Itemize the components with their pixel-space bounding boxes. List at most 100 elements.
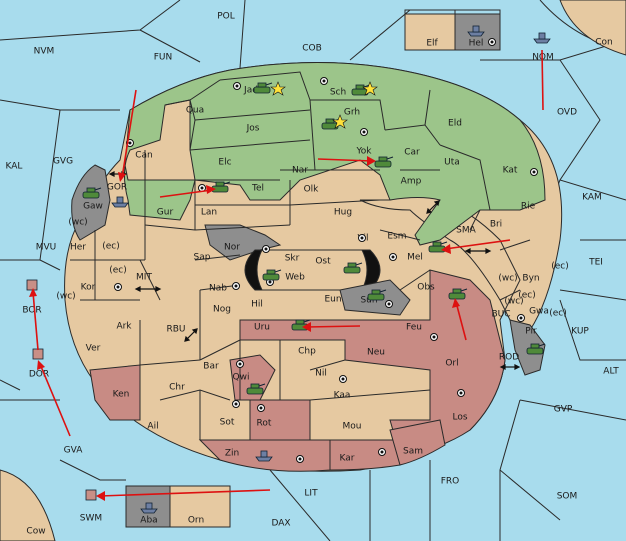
label-Obs: Obs: [417, 283, 435, 293]
army-unit-icon[interactable]: [526, 343, 546, 355]
fleet-unit-icon[interactable]: [140, 502, 158, 514]
order-arrows: [29, 49, 544, 501]
label-Pir: Pir: [525, 327, 537, 337]
label-Jad: Jad: [243, 86, 258, 96]
coast-tags: (wc) (ec) (ec) (wc) (ec) (wc) (ec) (wc) …: [56, 218, 568, 319]
coast-tag: (ec): [102, 242, 120, 252]
label-Cow: Cow: [26, 527, 45, 537]
label-Eun: Eun: [324, 295, 341, 305]
label-Sap: Sap: [194, 253, 211, 263]
label-TEI: TEI: [588, 258, 603, 268]
label-Hil: Hil: [251, 300, 263, 310]
label-FUN: FUN: [154, 53, 173, 63]
supply-center-icon: [488, 38, 496, 46]
label-Nab: Nab: [209, 284, 227, 294]
fleet-unit-icon[interactable]: [85, 489, 97, 501]
army-unit-icon[interactable]: [246, 383, 266, 395]
supply-center-icon: [232, 282, 240, 290]
label-Feu: Feu: [406, 323, 422, 333]
army-unit-icon[interactable]: [428, 241, 448, 253]
label-Mou: Mou: [343, 422, 362, 432]
label-ROD: ROD: [499, 353, 519, 363]
move-arrow: [118, 89, 137, 182]
label-Hel: Hel: [469, 39, 484, 49]
label-BOR: BOR: [22, 306, 41, 316]
coast-tag: (wc): [504, 297, 523, 307]
army-unit-icon[interactable]: [374, 156, 394, 168]
fleet-unit-icon[interactable]: [467, 25, 485, 37]
label-Olk: Olk: [304, 185, 320, 195]
coast-tag: (wc): [56, 292, 75, 302]
move-arrow: [96, 489, 271, 501]
fleet-unit-icon[interactable]: [32, 348, 44, 360]
label-Jos: Jos: [246, 124, 260, 134]
land-labels: Elf Hel Jad Sch Qua Jos Grh Eld Can Elc …: [70, 39, 549, 526]
supply-center-icon: [296, 455, 304, 463]
label-Rot: Rot: [257, 419, 272, 429]
army-unit-icon[interactable]: [343, 262, 363, 274]
army-unit-icon[interactable]: [262, 269, 282, 281]
army-unit-icon[interactable]: [82, 187, 102, 199]
label-Bri: Bri: [490, 220, 502, 230]
fleet-unit-icon[interactable]: [533, 32, 551, 44]
label-DOR: DOR: [29, 370, 49, 380]
label-GVP: GVP: [554, 405, 573, 415]
label-Can: Can: [135, 151, 153, 161]
region-Nor: [204, 224, 282, 261]
label-SOM: SOM: [557, 492, 578, 502]
label-MVU: MVU: [36, 243, 57, 253]
label-Nar: Nar: [292, 166, 308, 176]
label-KAL: KAL: [6, 162, 23, 172]
label-Los: Los: [452, 413, 467, 423]
label-Neu: Neu: [367, 348, 385, 358]
region-Ken: [89, 364, 141, 421]
label-Orn: Orn: [188, 516, 204, 526]
label-Qua: Qua: [186, 106, 204, 116]
double-arrow-icon: [426, 200, 440, 214]
label-Zin: Zin: [225, 449, 239, 459]
army-unit-icon[interactable]: [448, 288, 468, 300]
label-KAM: KAM: [582, 193, 602, 203]
army-unit-icon[interactable]: [253, 82, 273, 94]
fleet-unit-icon[interactable]: [26, 279, 38, 291]
highlight-stars: [270, 81, 378, 129]
label-Ken: Ken: [113, 390, 130, 400]
label-Orl: Orl: [445, 359, 458, 369]
fleet-unit-icon[interactable]: [111, 196, 129, 208]
star-icon: [332, 114, 348, 129]
label-GVA: GVA: [64, 446, 84, 456]
label-Nog: Nog: [213, 305, 231, 315]
label-Skr: Skr: [285, 254, 300, 264]
supply-center-icon: [430, 333, 438, 341]
label-Ost: Ost: [315, 257, 331, 267]
supply-center-icon: [339, 375, 347, 383]
label-Chp: Chp: [298, 347, 316, 357]
label-Kaa: Kaa: [334, 391, 351, 401]
supply-center-icon: [378, 448, 386, 456]
double-arrow-icon: [134, 286, 162, 292]
label-GVG: GVG: [53, 157, 73, 167]
coast-tag: (wc): [498, 274, 517, 284]
fleet-unit-icon[interactable]: [255, 450, 273, 462]
army-unit-icon[interactable]: [367, 289, 387, 301]
label-Uru: Uru: [254, 323, 270, 333]
coast-tag: (ec): [109, 266, 127, 276]
label-Tel: Tel: [251, 184, 264, 194]
supply-center-icon: [114, 283, 122, 291]
supply-center-icon: [233, 82, 241, 90]
supply-center-icon: [530, 168, 538, 176]
label-Elc: Elc: [218, 158, 231, 168]
supply-center-icon: [517, 314, 525, 322]
label-Amp: Amp: [401, 177, 422, 187]
army-unit-icon[interactable]: [211, 181, 231, 193]
label-RBU: RBU: [166, 325, 185, 335]
move-arrow: [159, 185, 216, 198]
label-GOR: GOR: [107, 183, 127, 193]
label-Ark: Ark: [116, 322, 132, 332]
label-COB: COB: [302, 44, 322, 54]
label-Esm: Esm: [387, 232, 406, 242]
supply-center-icon: [198, 184, 206, 192]
label-Nor: Nor: [224, 243, 240, 253]
supply-center-icon: [360, 128, 368, 136]
move-arrow: [37, 360, 71, 437]
